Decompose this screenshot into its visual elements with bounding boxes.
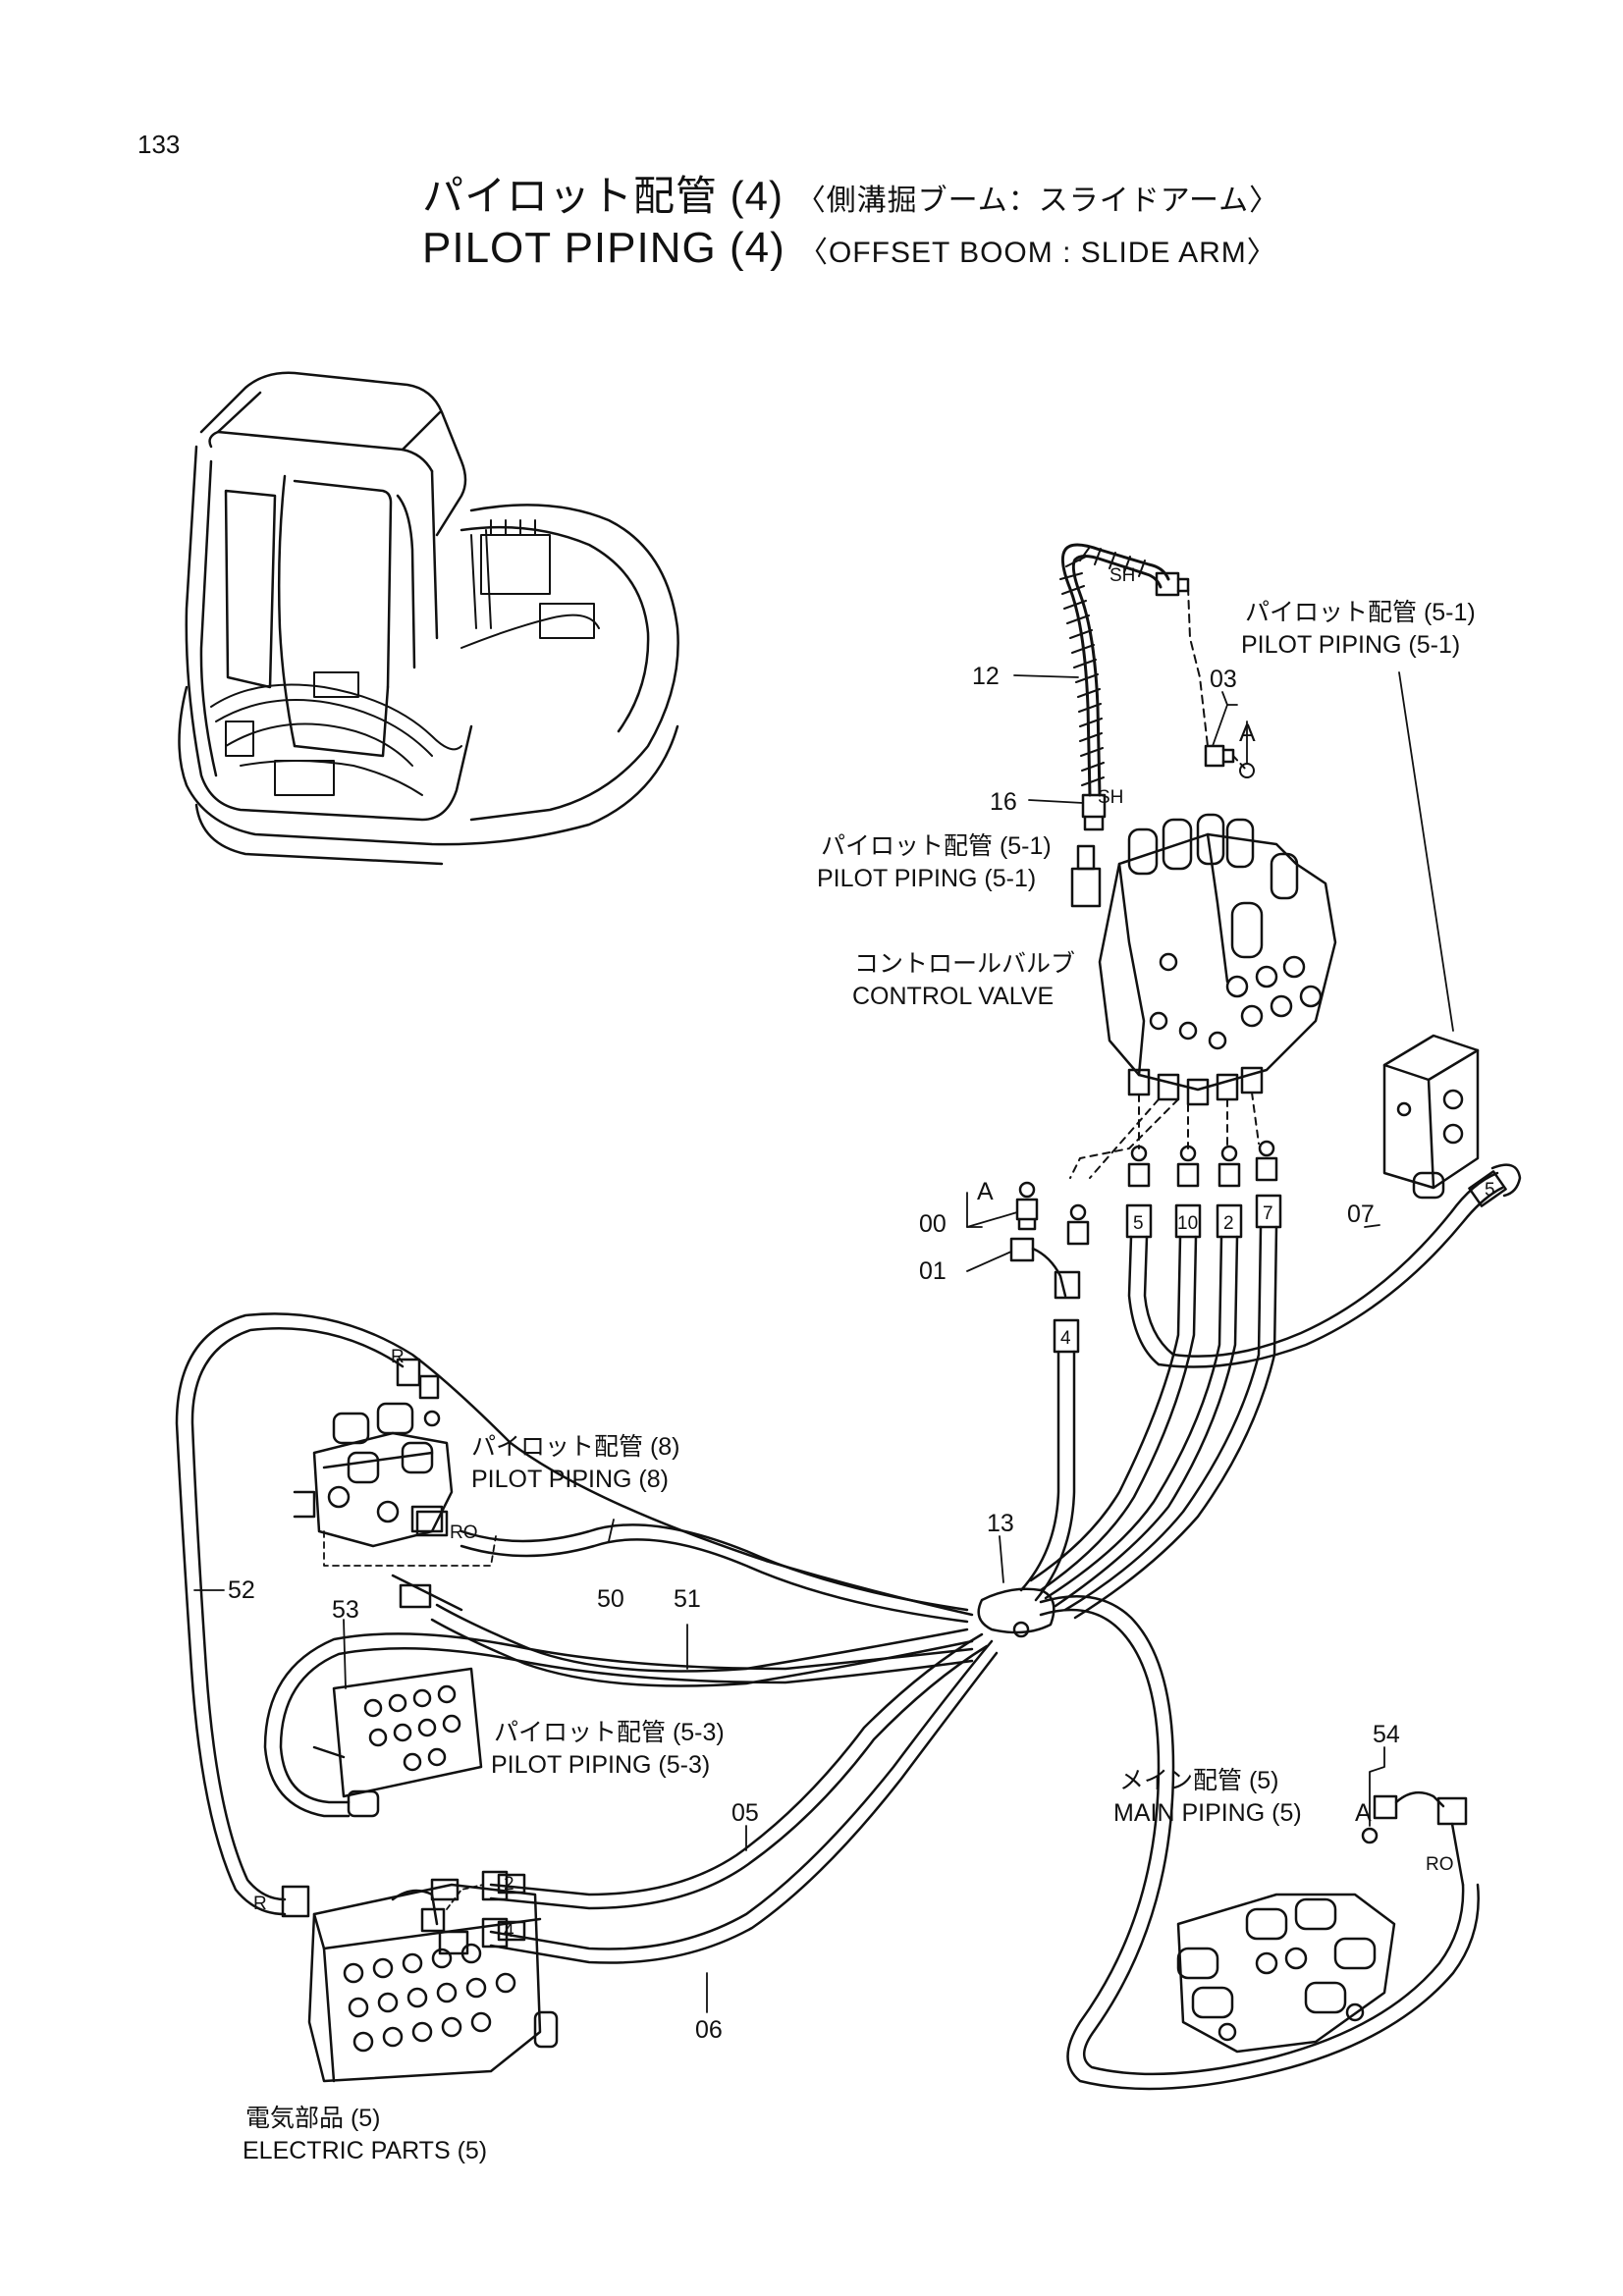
part-51: 51	[674, 1585, 701, 1613]
part-52: 52	[228, 1576, 255, 1604]
hose-tag-7: 7	[1263, 1203, 1273, 1224]
electric-parts-manifold	[281, 1878, 559, 2083]
dashed-drops	[1069, 1092, 1260, 1179]
title-ja-main: パイロット配管 (4)	[422, 173, 784, 219]
title-en-sub: 〈OFFSET BOOM : SLIDE ARM〉	[797, 237, 1277, 270]
hose-ends	[1053, 1194, 1282, 1354]
part-12: 12	[972, 663, 1000, 690]
hose-tag-2-manifold: 2	[504, 1874, 514, 1895]
marker-a-left: A	[977, 1178, 994, 1205]
part-16: 16	[990, 788, 1017, 816]
hose-bundle	[1019, 1163, 1522, 1620]
hose-tag-4-manifold: 4	[504, 1921, 514, 1942]
ref-pilot-5-1-left-en: PILOT PIPING (5-1)	[817, 865, 1036, 892]
ref-pilot-5-3-en: PILOT PIPING (5-3)	[491, 1751, 710, 1779]
part-06: 06	[695, 2016, 723, 2044]
marker-ro-pilot8: RO	[450, 1522, 478, 1543]
part-number-labels: 12 16 03 00 01 07 13 50 51 52 53 05 06 5…	[228, 663, 1400, 2044]
ref-main-5-en: MAIN PIPING (5)	[1113, 1799, 1302, 1827]
hose-tag-10: 10	[1177, 1213, 1198, 1234]
ref-pilot-8-ja: パイロット配管 (8)	[471, 1433, 680, 1461]
hose-tag-labels: 5 10 2 7 4 5 2 4	[504, 1180, 1495, 1942]
marker-labels: SH SH A A A R R RO RO	[253, 565, 1454, 1914]
ref-electric-5-en: ELECTRIC PARTS (5)	[243, 2137, 487, 2164]
pilot-valve-5-3	[312, 1667, 483, 1818]
pilot-hose-12	[1059, 543, 1190, 831]
part-05: 05	[731, 1799, 759, 1827]
ref-main-5-ja: メイン配管 (5)	[1119, 1767, 1279, 1794]
part-50: 50	[597, 1585, 624, 1613]
hose-tag-2: 2	[1223, 1213, 1234, 1234]
page-title: パイロット配管 (4) 〈側溝掘ブーム：スライドアーム〉 PILOT PIPIN…	[422, 173, 1279, 274]
part-00: 00	[919, 1210, 947, 1238]
ref-control-valve-en: CONTROL VALVE	[852, 983, 1054, 1010]
part-07: 07	[1347, 1201, 1375, 1228]
marker-sh-bottom: SH	[1098, 787, 1123, 808]
title-english: PILOT PIPING (4) 〈OFFSET BOOM : SLIDE AR…	[422, 224, 1279, 274]
title-japanese: パイロット配管 (4) 〈側溝掘ブーム：スライドアーム〉	[422, 173, 1279, 220]
pilot-valve-8	[293, 1358, 463, 1612]
ref-pilot-5-3-ja: パイロット配管 (5-3)	[494, 1719, 725, 1746]
marker-sh-top: SH	[1109, 565, 1135, 586]
page-number: 133	[137, 130, 181, 159]
control-valve	[1098, 813, 1337, 1106]
marker-a-main: A	[1355, 1799, 1372, 1827]
marker-r-manifold: R	[253, 1894, 267, 1914]
hose-tag-5-right: 5	[1485, 1180, 1495, 1201]
marker-ro-main: RO	[1426, 1854, 1454, 1875]
ref-control-valve-ja: コントロールバルブ	[854, 950, 1075, 978]
fittings-row	[1009, 1140, 1278, 1300]
shuttle-block-left	[1070, 844, 1102, 908]
lower-hoses	[175, 1312, 1480, 2091]
hose-tag-4-upper: 4	[1060, 1328, 1071, 1349]
part-03: 03	[1210, 666, 1237, 693]
title-en-main: PILOT PIPING (4)	[422, 224, 785, 273]
marker-a-top: A	[1239, 720, 1256, 747]
manifold-hose-tags	[481, 1870, 526, 1949]
clamp-13	[977, 1587, 1055, 1638]
part-13: 13	[987, 1510, 1014, 1537]
ref-pilot-5-1-left-ja: パイロット配管 (5-1)	[821, 832, 1052, 860]
reference-labels: パイロット配管 (5-1) PILOT PIPING (5-1) パイロット配管…	[243, 599, 1476, 2164]
ref-pilot-5-1-right-en: PILOT PIPING (5-1)	[1241, 631, 1460, 659]
solenoid-block-right	[1382, 1034, 1480, 1200]
title-ja-sub: 〈側溝掘ブーム：スライドアーム〉	[795, 185, 1280, 217]
ref-pilot-5-1-right-ja: パイロット配管 (5-1)	[1245, 599, 1476, 626]
part-53: 53	[332, 1596, 359, 1624]
leader-pilot-5-1-right	[1398, 671, 1454, 1032]
dashed-connection-sh	[1187, 586, 1209, 747]
ref-electric-5-ja: 電気部品 (5)	[245, 2105, 381, 2132]
part-54: 54	[1373, 1721, 1400, 1748]
leader-lines	[193, 674, 1385, 2013]
ref-pilot-8-en: PILOT PIPING (8)	[471, 1466, 669, 1493]
excavator-cab-illustration	[178, 371, 679, 866]
main-valve-5	[1176, 1790, 1468, 2054]
part-01: 01	[919, 1257, 947, 1285]
hose-tag-5: 5	[1133, 1213, 1144, 1234]
marker-r-pilot8: R	[391, 1347, 405, 1367]
